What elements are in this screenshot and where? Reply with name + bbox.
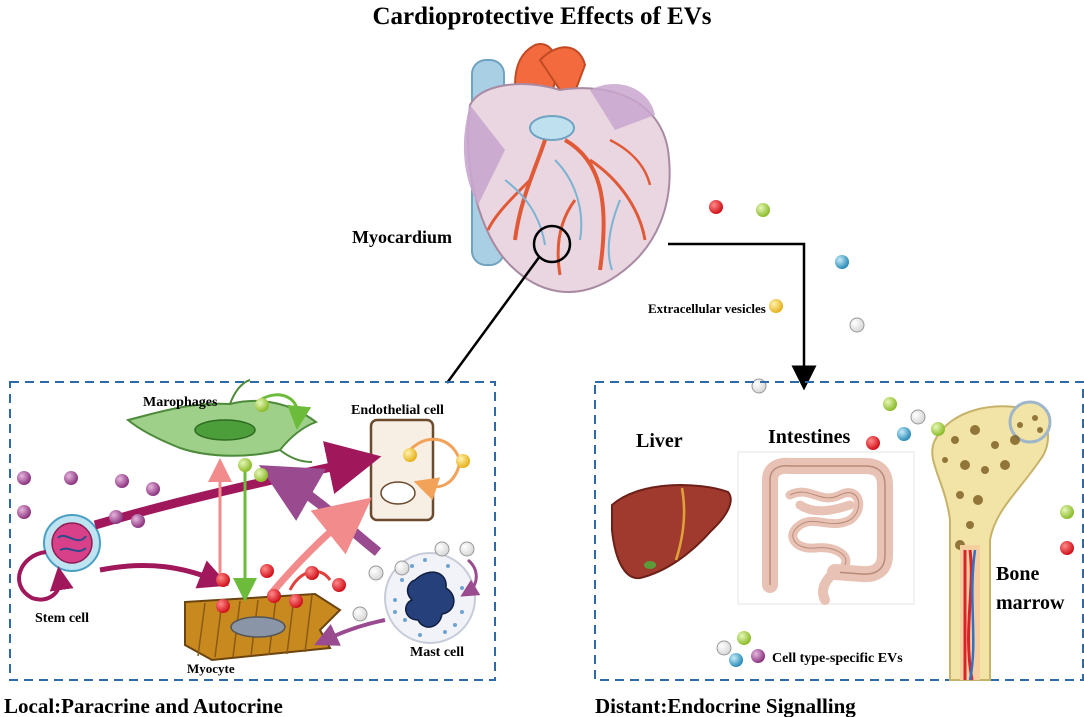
legend-vesicle-white (716, 640, 732, 656)
caption-distant: Distant:Endocrine Signalling (595, 694, 856, 717)
label-extracellular-vesicles: Extracellular vesicles (648, 301, 766, 316)
caption-local: Local:Paracrine and Autocrine (4, 694, 283, 717)
legend-vesicle-purple (751, 649, 765, 663)
label-mast-cell: Mast cell (410, 645, 464, 660)
diagram-title: Cardioprotective Effects of EVs (372, 3, 711, 30)
ev-arrow (668, 242, 817, 391)
distant-vesicles (866, 397, 1074, 555)
label-marophages: Marophages (143, 395, 218, 410)
zoom-line (445, 255, 542, 384)
legend-vesicle-blue (729, 653, 743, 667)
bone-illustration (931, 400, 1052, 681)
label-intestines: Intestines (768, 426, 850, 448)
label-stem-cell: Stem cell (35, 611, 89, 626)
free-vesicles (709, 200, 865, 394)
label-bone-line2: marrow (996, 592, 1065, 614)
mast-cell-illustration (384, 552, 476, 644)
liver-illustration (611, 484, 732, 580)
label-endothelial-cell: Endothelial cell (351, 403, 444, 418)
macrophage-illustration (125, 379, 319, 463)
intestines-illustration (737, 451, 915, 605)
local-panel (9, 381, 496, 681)
distant-panel (594, 381, 1084, 681)
label-liver: Liver (636, 430, 683, 452)
endothelial-cell-illustration (369, 418, 435, 522)
legend-vesicle-green (737, 631, 751, 645)
legend-label: Cell type-specific EVs (772, 651, 903, 666)
heart-illustration (463, 43, 671, 293)
local-arrows (93, 393, 481, 646)
label-myocardium: Myocardium (352, 227, 452, 247)
myocyte-illustration (184, 592, 342, 662)
stem-cell-illustration (17, 514, 101, 602)
local-vesicles (17, 398, 475, 622)
legend-cell-type-evs: Cell type-specific EVs (716, 631, 903, 667)
label-bone-line1: Bone (996, 563, 1039, 585)
label-myocyte: Myocyte (187, 661, 235, 676)
